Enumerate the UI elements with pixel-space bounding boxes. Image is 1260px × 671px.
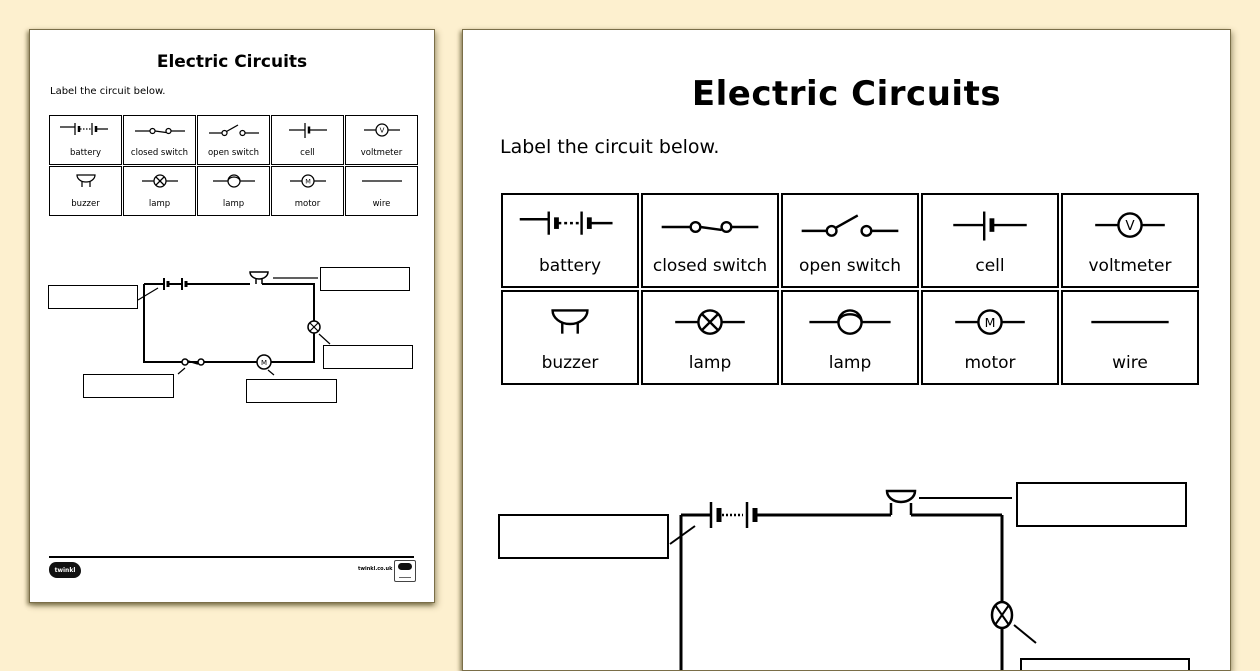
buzzer-symbol-icon bbox=[75, 174, 96, 187]
symbol-label: cell bbox=[975, 256, 1005, 276]
answer-box-lamp[interactable] bbox=[1020, 658, 1190, 670]
lamp-filament-symbol-icon bbox=[212, 174, 255, 188]
symbol-cell-motor: M motor bbox=[921, 290, 1059, 385]
motor-symbol-icon: M bbox=[955, 309, 1025, 335]
answer-box-motor[interactable] bbox=[246, 379, 337, 403]
footer-divider bbox=[49, 556, 414, 558]
answer-box-battery[interactable] bbox=[498, 514, 669, 559]
footer-site-url: twinkl.co.uk bbox=[358, 566, 393, 572]
page-title: Electric Circuits bbox=[691, 74, 1002, 114]
svg-text:V: V bbox=[1125, 218, 1135, 234]
symbol-label: battery bbox=[538, 256, 602, 276]
open-switch-symbol-icon bbox=[208, 124, 259, 137]
closed-switch-symbol-icon bbox=[134, 127, 185, 135]
worksheet-thumbnail-page[interactable]: Electric Circuits Label the circuit belo… bbox=[29, 29, 435, 603]
cell-symbol-icon bbox=[953, 211, 1027, 241]
symbol-label: battery bbox=[69, 148, 102, 158]
twinkl-logo: twinkl bbox=[49, 562, 81, 578]
voltmeter-symbol-icon: V bbox=[1095, 212, 1165, 238]
svg-text:M: M bbox=[305, 178, 311, 186]
symbol-cell-wire: wire bbox=[1061, 290, 1199, 385]
symbol-label: open switch bbox=[798, 256, 902, 276]
symbol-label: wire bbox=[372, 199, 391, 209]
symbol-cell-cell: cell bbox=[271, 115, 344, 165]
symbol-label: closed switch bbox=[652, 256, 768, 276]
lamp-cross-symbol-icon bbox=[675, 309, 745, 335]
answer-box-buzzer[interactable] bbox=[1016, 482, 1187, 527]
symbol-label: open switch bbox=[207, 148, 260, 158]
open-switch-symbol-icon bbox=[801, 214, 899, 237]
symbol-label: motor bbox=[964, 353, 1016, 373]
symbol-cell-voltmeter: V voltmeter bbox=[1061, 193, 1199, 288]
symbol-label: lamp bbox=[828, 353, 872, 373]
symbol-label: lamp bbox=[148, 199, 171, 209]
answer-box-lamp[interactable] bbox=[323, 345, 413, 369]
answer-box-open-switch[interactable] bbox=[83, 374, 174, 398]
symbol-cell-lamp-filament: lamp bbox=[781, 290, 919, 385]
svg-text:M: M bbox=[985, 315, 996, 330]
symbol-cell-voltmeter: V voltmeter bbox=[345, 115, 418, 165]
symbol-key-table: battery closed switch open switch cell V… bbox=[49, 115, 418, 216]
symbol-label: lamp bbox=[688, 353, 732, 373]
quality-badge-icon bbox=[394, 560, 416, 582]
instruction-text: Label the circuit below. bbox=[50, 86, 166, 97]
buzzer-symbol-icon bbox=[551, 309, 589, 334]
symbol-cell-lamp-filament: lamp bbox=[197, 166, 270, 216]
circuit-diagram: M bbox=[137, 271, 331, 376]
symbol-key-table: battery closed switch open switch cell V… bbox=[501, 193, 1199, 385]
lamp-filament-symbol-icon bbox=[809, 309, 891, 335]
answer-box-battery[interactable] bbox=[48, 285, 138, 309]
symbol-cell-battery: battery bbox=[49, 115, 122, 165]
symbol-cell-closed-switch: closed switch bbox=[123, 115, 196, 165]
symbol-cell-closed-switch: closed switch bbox=[641, 193, 779, 288]
symbol-label: buzzer bbox=[71, 199, 100, 209]
motor-symbol-icon: M bbox=[289, 174, 326, 188]
cell-symbol-icon bbox=[288, 123, 327, 138]
symbol-label: voltmeter bbox=[360, 148, 403, 158]
instruction-text: Label the circuit below. bbox=[500, 136, 720, 158]
worksheet-page[interactable]: Electric Circuits Label the circuit belo… bbox=[462, 29, 1231, 671]
answer-box-buzzer[interactable] bbox=[320, 267, 410, 291]
symbol-cell-open-switch: open switch bbox=[197, 115, 270, 165]
circuit-diagram bbox=[669, 489, 1037, 670]
symbol-label: buzzer bbox=[541, 353, 599, 373]
lamp-cross-symbol-icon bbox=[141, 174, 178, 188]
symbol-label: wire bbox=[1112, 353, 1148, 373]
symbol-label: cell bbox=[300, 148, 315, 158]
battery-symbol-icon bbox=[59, 123, 108, 135]
symbol-cell-lamp-cross: lamp bbox=[641, 290, 779, 385]
symbol-label: voltmeter bbox=[1088, 256, 1172, 276]
svg-text:V: V bbox=[379, 127, 384, 135]
symbol-cell-wire: wire bbox=[345, 166, 418, 216]
wire-symbol-icon bbox=[361, 180, 402, 182]
page-title: Electric Circuits bbox=[156, 52, 308, 72]
symbol-cell-buzzer: buzzer bbox=[49, 166, 122, 216]
voltmeter-symbol-icon: V bbox=[363, 123, 400, 137]
symbol-cell-buzzer: buzzer bbox=[501, 290, 639, 385]
symbol-cell-cell: cell bbox=[921, 193, 1059, 288]
symbol-label: motor bbox=[294, 199, 321, 209]
closed-switch-symbol-icon bbox=[661, 220, 759, 234]
symbol-label: lamp bbox=[222, 199, 245, 209]
svg-text:M: M bbox=[261, 359, 267, 367]
symbol-cell-battery: battery bbox=[501, 193, 639, 288]
symbol-label: closed switch bbox=[130, 148, 189, 158]
symbol-cell-lamp-cross: lamp bbox=[123, 166, 196, 216]
symbol-cell-motor: M motor bbox=[271, 166, 344, 216]
wire-symbol-icon bbox=[1091, 320, 1169, 324]
battery-symbol-icon bbox=[519, 211, 613, 235]
symbol-cell-open-switch: open switch bbox=[781, 193, 919, 288]
